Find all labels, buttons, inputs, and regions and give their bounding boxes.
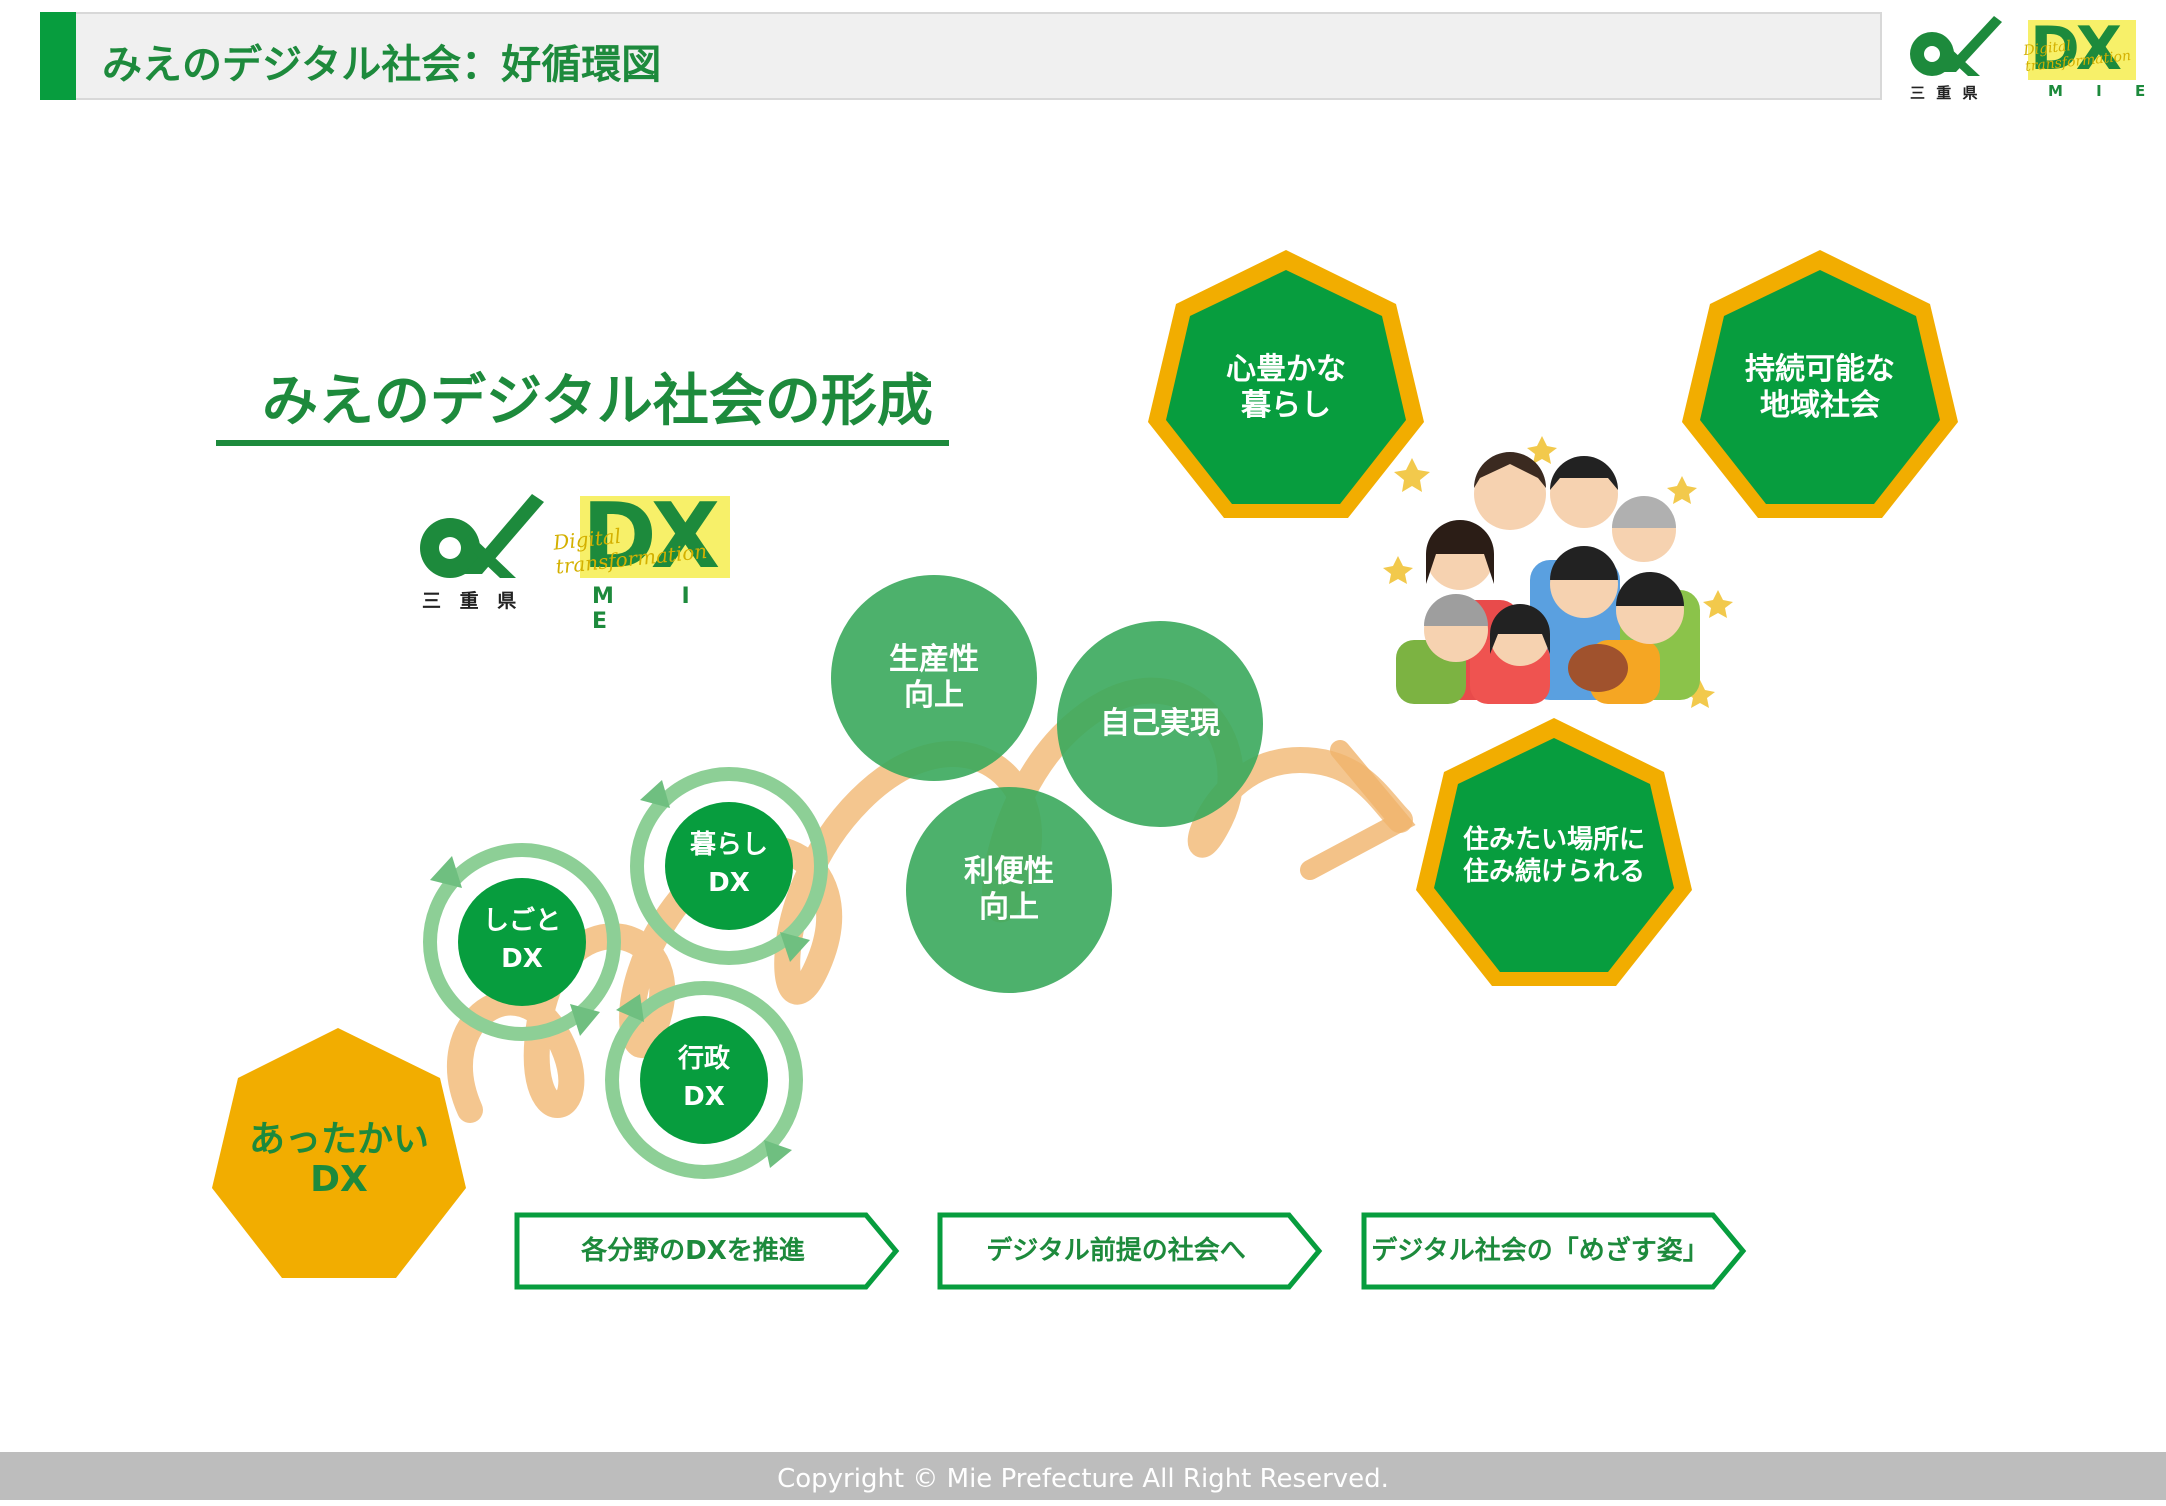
step-vision-label: デジタル社会の「めざす姿」 <box>1371 1236 1709 1266</box>
goal-jizoku-heptagon <box>1682 250 1958 518</box>
title-bar <box>40 12 1882 100</box>
page-title: みえのデジタル社会：好循環図 <box>102 42 662 88</box>
seisansei-circle <box>831 575 1037 781</box>
dx-mie-logo: DX Digital transformation M I E <box>2010 14 2160 104</box>
step-promote-dx: 各分野のDXを推進 <box>514 1212 900 1290</box>
spiral-arrow-head <box>1300 740 1416 880</box>
jizoku-label: 持続可能な地域社会 <box>1745 352 1895 423</box>
step-vision: デジタル社会の「めざす姿」 <box>1361 1212 1747 1290</box>
people-illustration <box>1383 436 1733 708</box>
section-heading: みえのデジタル社会の形成 <box>262 369 933 434</box>
dx-logo-text-large: DX <box>582 484 720 589</box>
copyright: Copyright © Mie Prefecture All Right Res… <box>777 1464 1389 1494</box>
seisansei-label: 生産性向上 <box>889 642 979 713</box>
heading-underline <box>216 440 949 446</box>
dx-mie-logo-large: DX Digital transformation M I E <box>550 484 760 634</box>
step-digital-society: デジタル前提の社会へ <box>937 1212 1323 1290</box>
footer-bar <box>0 1452 2166 1500</box>
cycle-gyosei <box>605 981 803 1179</box>
ribensei-label: 利便性向上 <box>964 854 1054 925</box>
kokoro-label: 心豊かな暮らし <box>1226 352 1346 423</box>
goal-kokoro-heptagon <box>1148 250 1424 518</box>
sumitai-label: 住みたい場所に住み続けられる <box>1462 825 1645 887</box>
mie-pref-logo-large: 三 重 県 <box>416 494 546 614</box>
pref-caption: 三 重 県 <box>1910 84 1981 102</box>
jiko-circle <box>1057 621 1263 827</box>
shigoto-dx-circle <box>458 878 586 1006</box>
mie-pref-logo: 三 重 県 <box>1906 14 2006 104</box>
jiko-label: 自己実現 <box>1100 706 1220 741</box>
step-promote-dx-label: 各分野のDXを推進 <box>581 1236 805 1266</box>
ribensei-circle <box>906 787 1112 993</box>
title-accent <box>40 12 76 100</box>
cycle-shigoto <box>423 843 621 1041</box>
goal-sumitai-heptagon <box>1416 718 1692 986</box>
dx-logo-caption-large: M I E <box>592 584 720 634</box>
gyosei-dx-circle <box>640 1016 768 1144</box>
warm-dx-heptagon <box>212 1028 466 1278</box>
step-digital-society-label: デジタル前提の社会へ <box>986 1236 1246 1266</box>
pref-caption-large: 三 重 県 <box>422 590 523 612</box>
dx-logo-text: DX <box>2030 14 2122 84</box>
cycle-kurashi <box>630 767 828 965</box>
cycle-arrow-tips <box>430 780 810 1168</box>
dx-logo-caption: M I E <box>2048 82 2160 100</box>
kurashi-dx-circle <box>665 802 793 930</box>
